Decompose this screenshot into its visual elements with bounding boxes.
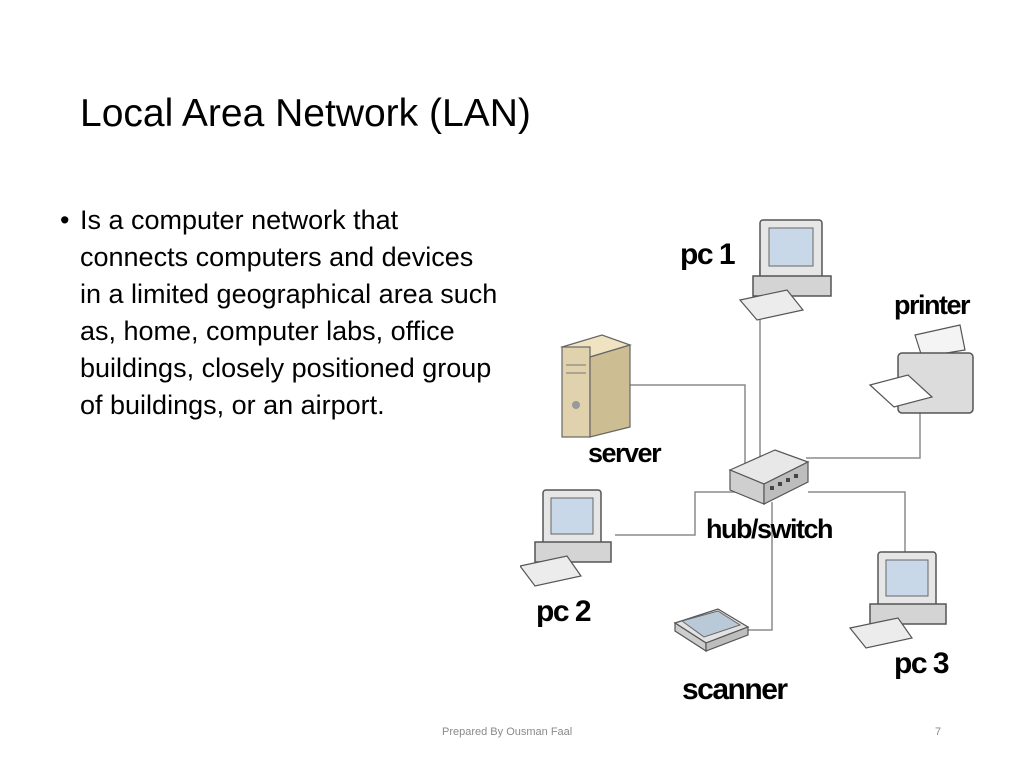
pc3-computer (848, 551, 947, 649)
hub-switch (728, 449, 810, 505)
page-number: 7 (935, 726, 942, 738)
bullet-list: • Is a computer network that connects co… (60, 202, 500, 424)
label-scanner: scanner (682, 673, 788, 706)
flatbed-scanner-icon (673, 608, 750, 653)
pc2-computer (520, 489, 612, 587)
scanner-device (673, 608, 750, 653)
label-server: server (588, 438, 662, 468)
edge-scanner-hub (748, 502, 773, 631)
label-printer: printer (894, 290, 971, 320)
network-switch-icon (728, 449, 810, 505)
label-hub: hub/switch (706, 514, 832, 544)
server-tower (560, 334, 632, 438)
slide-title: Local Area Network (LAN) (80, 92, 531, 135)
pc1-computer (738, 219, 832, 321)
desktop-computer-icon (738, 219, 832, 321)
label-pc2: pc 2 (536, 595, 591, 628)
footer-text: Prepared By Ousman Faal (442, 726, 573, 738)
edge-printer-hub (806, 410, 921, 459)
label-pc1: pc 1 (680, 238, 735, 271)
edge-pc3-hub (808, 491, 906, 565)
bullet-text: Is a computer network that connects comp… (80, 205, 498, 420)
edge-pc2-hub (615, 491, 748, 536)
printer-icon (868, 324, 974, 414)
edge-server-hub (630, 384, 746, 468)
printer-device (868, 324, 974, 414)
server-tower-icon (560, 334, 632, 438)
label-pc3: pc 3 (894, 647, 949, 680)
bullet-marker: • (60, 205, 70, 235)
desktop-computer-icon (520, 489, 612, 587)
desktop-computer-icon (848, 551, 947, 649)
lan-diagram: pc 1 printer server hub/switch pc 2 pc 3… (520, 219, 974, 706)
